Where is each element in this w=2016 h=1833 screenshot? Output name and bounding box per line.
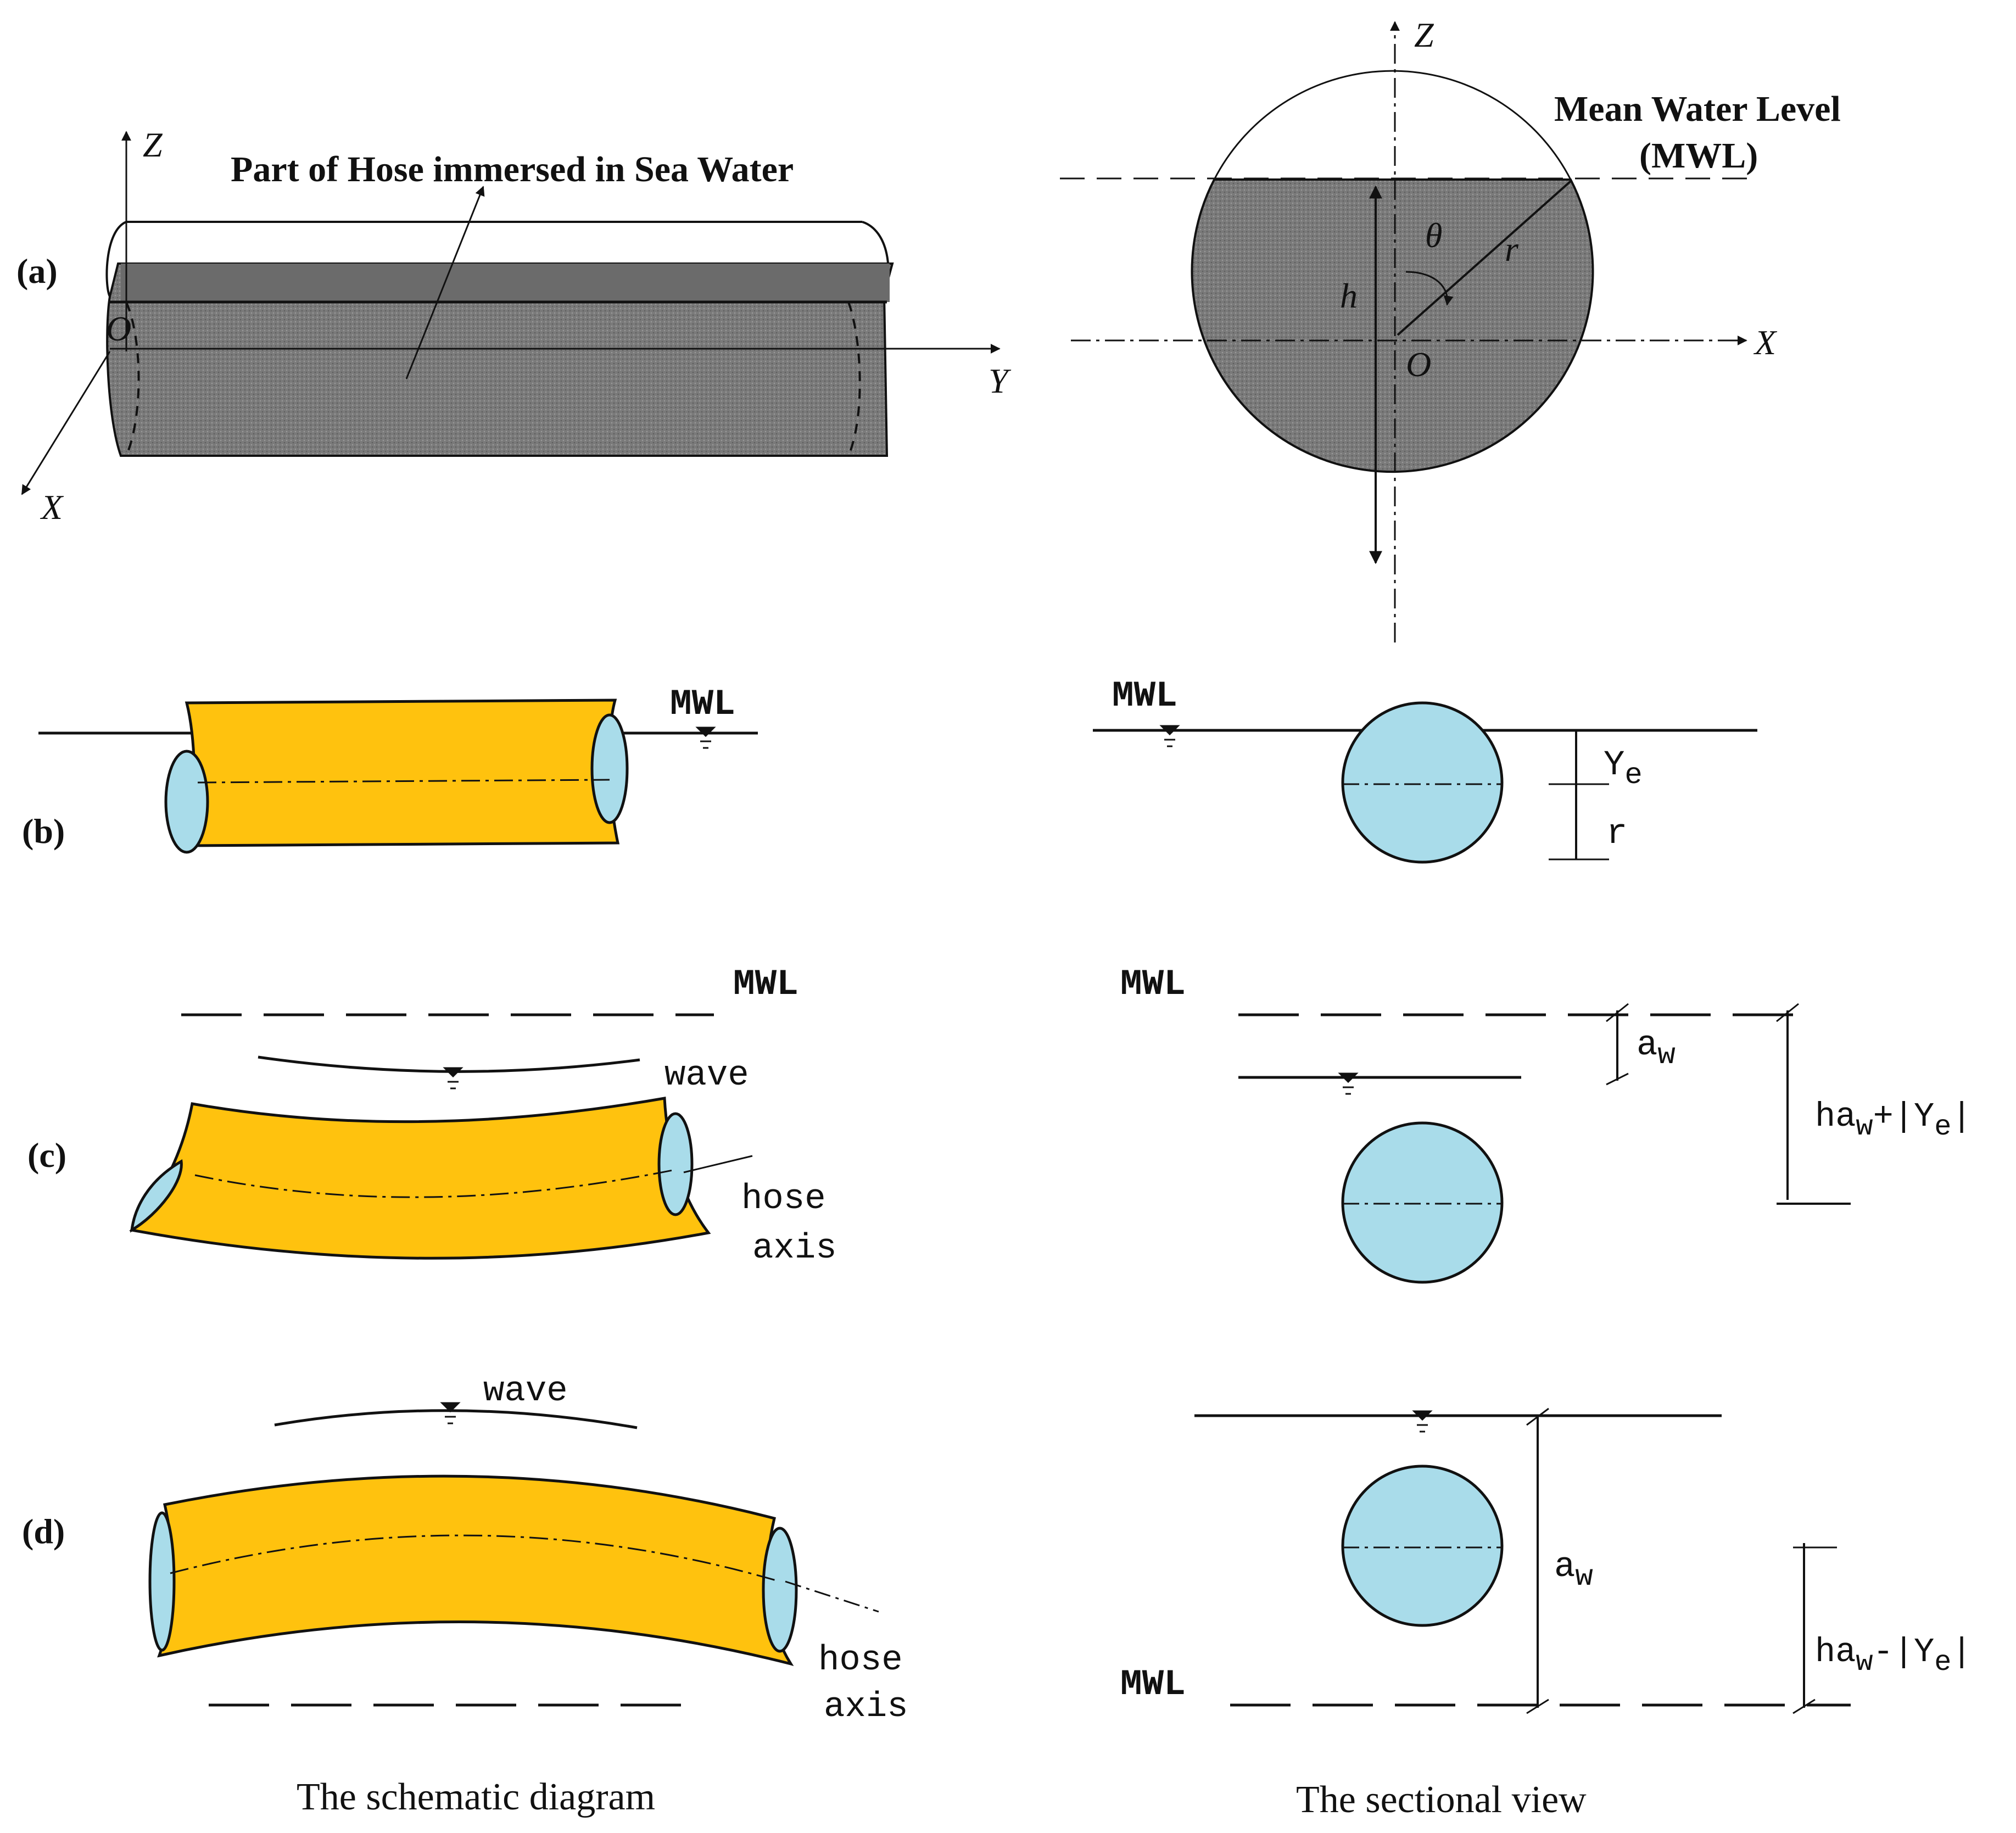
c-depth-label: haw+|Ye| [1815, 1097, 1972, 1143]
d-depth-label: haw-|Ye| [1815, 1633, 1972, 1679]
c-hose: hose [741, 1180, 826, 1219]
water-top-band [121, 264, 890, 302]
section-origin-label: O [1406, 345, 1431, 384]
b-ye-label: Ye [1604, 746, 1643, 792]
section-submerged [1191, 178, 1594, 473]
c-axis: axis [752, 1229, 837, 1268]
panel-d-section [1194, 1407, 1851, 1714]
b-mwl-right: MWL [1112, 675, 1177, 717]
c-aw-label: aw [1637, 1026, 1676, 1072]
caption-left: The schematic diagram [297, 1776, 655, 1818]
panel-label-c: (c) [27, 1136, 66, 1175]
section-h-label: h [1340, 276, 1358, 315]
d-wave: wave [483, 1372, 568, 1411]
d-aw-label: aw [1554, 1547, 1593, 1594]
d-hose: hose [818, 1641, 903, 1680]
c-mwl-right: MWL [1120, 964, 1186, 1005]
section-theta-label: θ [1425, 216, 1442, 255]
c-wave: wave [664, 1056, 749, 1096]
axis-x-label: X [40, 488, 64, 527]
panel-b-section [1093, 701, 1757, 864]
section-x-label: X [1753, 323, 1778, 362]
origin-label: O [106, 309, 131, 348]
caption-right: The sectional view [1296, 1779, 1587, 1821]
immersed-hose-body [106, 262, 894, 457]
d-mwl-right: MWL [1120, 1664, 1186, 1705]
c-mwl-left: MWL [733, 964, 798, 1005]
panel-b-hose [38, 698, 758, 854]
mwl-title-line2: (MWL) [1639, 136, 1758, 176]
b-mwl-left: MWL [670, 684, 735, 725]
panel-label-d: (d) [22, 1512, 65, 1551]
d-axis: axis [824, 1687, 908, 1727]
panel-label-b: (b) [22, 812, 65, 851]
section-z-label: Z [1414, 15, 1434, 54]
panel-a-section [1060, 21, 1757, 642]
mwl-title-line1: Mean Water Level [1554, 89, 1841, 129]
panel-d-hose [148, 1402, 879, 1707]
b-r-label: r [1606, 814, 1627, 854]
panel-a-hose-3d [105, 221, 894, 457]
axis-y-label: Y [989, 361, 1012, 400]
panel-label-a: (a) [16, 252, 58, 290]
panel-c-hose [129, 1013, 753, 1260]
axis-z-label: Z [143, 125, 163, 164]
panel-c-section [1238, 1003, 1851, 1284]
panel-a-axes [21, 131, 1001, 495]
section-r-label: r [1505, 230, 1519, 269]
immersed-note: Part of Hose immersed in Sea Water [231, 149, 794, 189]
